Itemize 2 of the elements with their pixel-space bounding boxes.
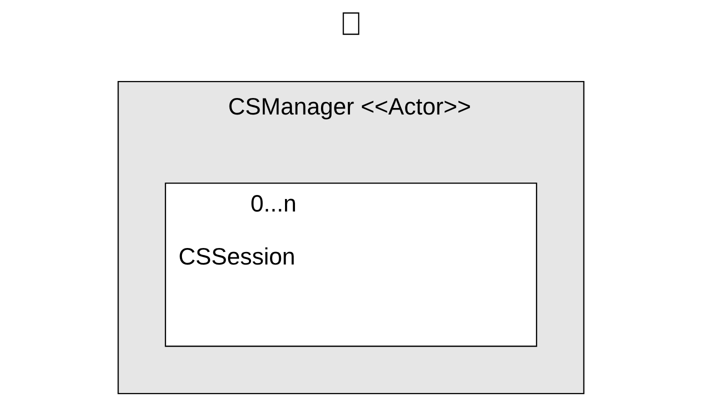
node-box <box>342 12 359 35</box>
node-box: 0...n CSSession <box>164 182 537 347</box>
